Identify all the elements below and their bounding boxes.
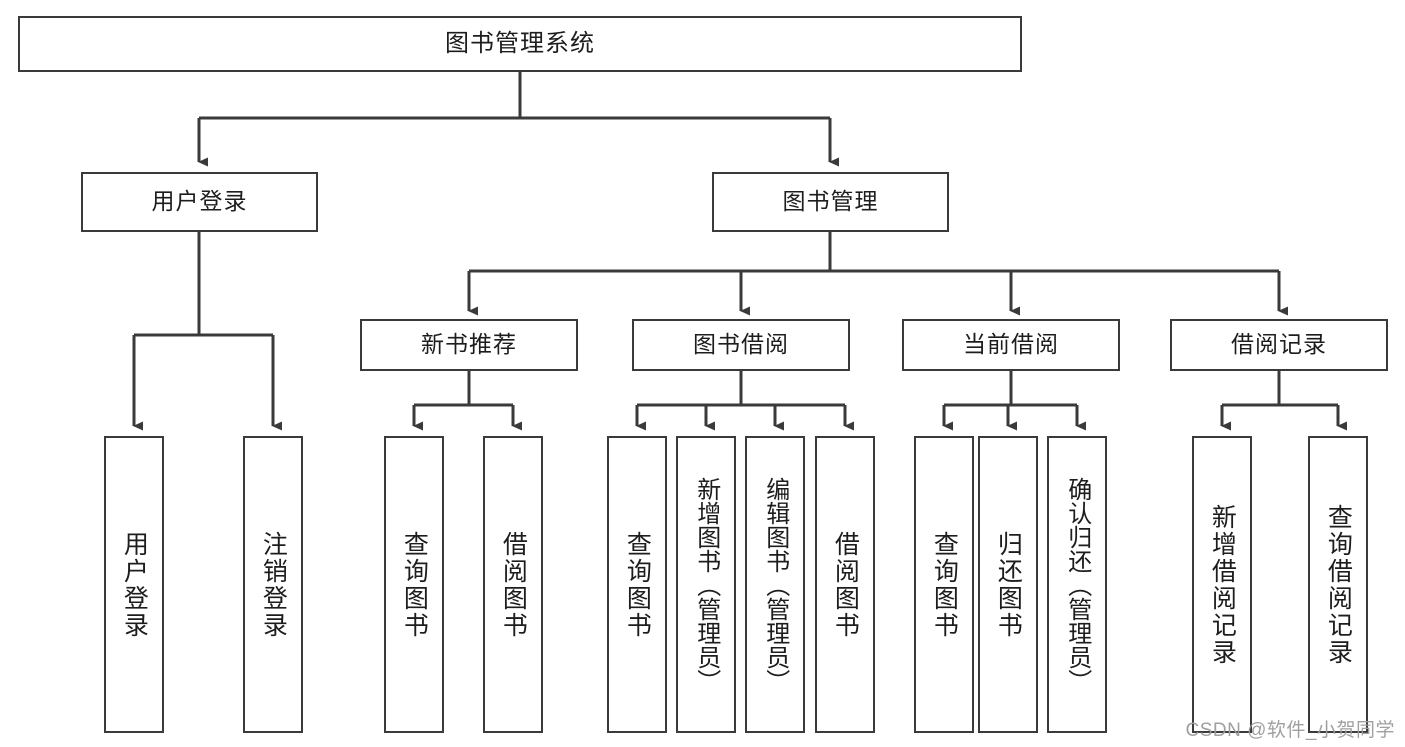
node-label: 查询图书 bbox=[623, 530, 652, 639]
node-label: 用户登录 bbox=[151, 188, 248, 215]
node-leaf-return-books[interactable]: 归还图书 bbox=[978, 436, 1038, 733]
node-label: 查询图书 bbox=[930, 530, 959, 639]
csdn-watermark: CSDN @软件_小贺同学 bbox=[1185, 720, 1395, 741]
node-label: 编辑图书（管理员） bbox=[761, 476, 789, 693]
node-leaf-add-borrow-record[interactable]: 新增借阅记录 bbox=[1192, 436, 1252, 733]
node-label: 新增借阅记录 bbox=[1208, 503, 1237, 666]
node-label: 图书管理 bbox=[782, 188, 879, 215]
node-label: 借阅图书 bbox=[499, 530, 528, 639]
node-root-book-management-system[interactable]: 图书管理系统 bbox=[18, 16, 1022, 72]
node-label: 注销登录 bbox=[259, 530, 288, 639]
node-leaf-user-login[interactable]: 用户登录 bbox=[104, 436, 164, 733]
node-label: 图书借阅 bbox=[693, 331, 789, 358]
node-book-management[interactable]: 图书管理 bbox=[712, 172, 949, 232]
node-label: 新增图书（管理员） bbox=[692, 476, 720, 693]
node-label: 用户登录 bbox=[120, 530, 149, 639]
node-label: 图书管理系统 bbox=[445, 29, 595, 57]
node-leaf-add-book-admin[interactable]: 新增图书（管理员） bbox=[676, 436, 736, 733]
node-borrowing-records[interactable]: 借阅记录 bbox=[1170, 319, 1388, 371]
node-leaf-logout[interactable]: 注销登录 bbox=[243, 436, 303, 733]
node-label: 借阅记录 bbox=[1231, 331, 1327, 358]
node-leaf-query-books-recommend[interactable]: 查询图书 bbox=[384, 436, 444, 733]
node-user-login[interactable]: 用户登录 bbox=[81, 172, 318, 232]
node-leaf-confirm-return-admin[interactable]: 确认归还（管理员） bbox=[1047, 436, 1107, 733]
node-label: 确认归还（管理员） bbox=[1063, 476, 1091, 693]
node-leaf-query-books-borrow[interactable]: 查询图书 bbox=[607, 436, 667, 733]
node-label: 归还图书 bbox=[994, 530, 1023, 639]
node-leaf-borrow-books-recommend[interactable]: 借阅图书 bbox=[483, 436, 543, 733]
node-current-borrowing[interactable]: 当前借阅 bbox=[902, 319, 1120, 371]
node-leaf-borrow-books[interactable]: 借阅图书 bbox=[815, 436, 875, 733]
node-label: 查询图书 bbox=[400, 530, 429, 639]
node-leaf-query-books-current[interactable]: 查询图书 bbox=[914, 436, 974, 733]
node-leaf-edit-book-admin[interactable]: 编辑图书（管理员） bbox=[745, 436, 805, 733]
node-book-borrowing[interactable]: 图书借阅 bbox=[632, 319, 850, 371]
node-label: 新书推荐 bbox=[421, 331, 517, 358]
node-label: 查询借阅记录 bbox=[1324, 503, 1353, 666]
node-new-book-recommendation[interactable]: 新书推荐 bbox=[360, 319, 578, 371]
node-leaf-query-borrow-record[interactable]: 查询借阅记录 bbox=[1308, 436, 1368, 733]
node-label: 借阅图书 bbox=[831, 530, 860, 639]
node-label: 当前借阅 bbox=[963, 331, 1059, 358]
